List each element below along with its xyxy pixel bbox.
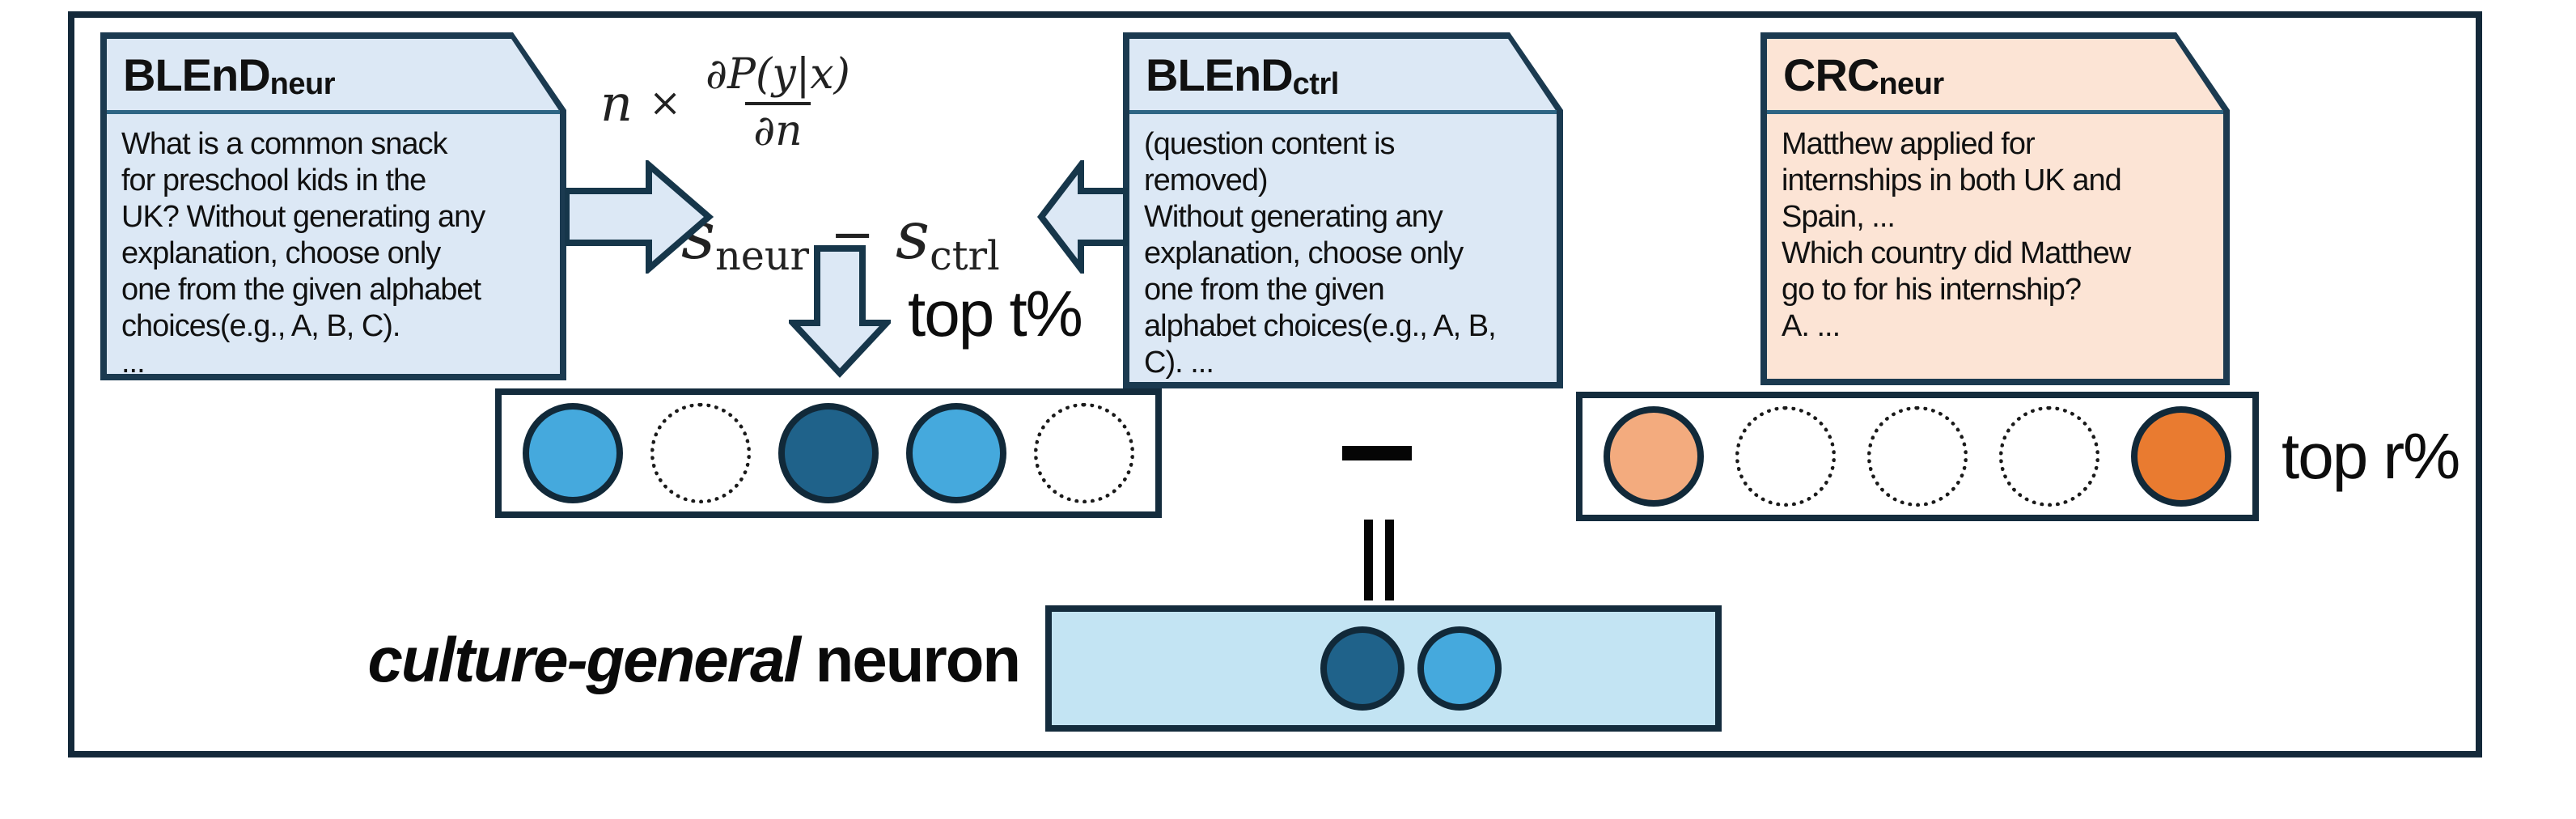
note-title: CRCneur [1783, 49, 1944, 101]
formula-denominator: ∂n [745, 102, 811, 155]
neuron-row-crc [1576, 392, 2259, 521]
neuron-circle-dotted [650, 403, 751, 503]
equals-operator-bar [1364, 520, 1373, 600]
formula-numerator: ∂P(y|x) [705, 50, 850, 99]
note-fill-shape [107, 39, 560, 374]
note-body-text: What is a common snack for preschool kid… [121, 127, 485, 380]
note-title-subscript: ctrl [1292, 67, 1340, 101]
neuron-plain-text: neuron [799, 624, 1021, 695]
neuron-circle-peach [1604, 406, 1704, 507]
note-title-text: BLEnD [123, 49, 271, 100]
note-body-text: Matthew applied for internships in both … [1782, 127, 2131, 343]
arrow-down-icon [789, 245, 891, 378]
neuron-circle-dark [778, 403, 879, 503]
note-title-subscript: neur [269, 67, 336, 101]
neuron-circle-light [906, 403, 1006, 503]
neuron-circle-orange [2131, 406, 2231, 507]
note-body-text: (question content is removed) Without ge… [1144, 127, 1497, 380]
formula-times-sign: × [648, 80, 682, 125]
neuron-circle-dotted [1999, 406, 2099, 507]
score-ctrl-subscript: ctrl [930, 231, 1000, 279]
culture-general-italic-text: culture-general [367, 624, 801, 695]
note-title-divider [1767, 110, 2223, 114]
neuron-circle-dotted [1735, 406, 1836, 507]
note-title-subscript: neur [1879, 67, 1944, 101]
note-title-divider [1129, 110, 1557, 114]
culture-general-neuron-label: culture-general neuron [235, 623, 1021, 697]
neuron-circle-light [523, 403, 623, 503]
score-ctrl-symbol: s [896, 197, 930, 274]
note-title-text: CRC [1783, 49, 1879, 100]
neuron-circle-dotted [1867, 406, 1968, 507]
neuron-row-result [1045, 605, 1722, 732]
arrow-left-icon [1037, 160, 1128, 274]
note-title: BLEnDneur [123, 49, 336, 101]
formula-coefficient: n [600, 73, 633, 133]
note-title-text: BLEnD [1146, 49, 1294, 100]
note-crc-neur: CRCneur Matthew applied for internships … [1760, 32, 2230, 385]
neuron-row-blend [495, 388, 1162, 518]
note-blend-neur: BLEnDneur What is a common snack for pre… [100, 32, 566, 380]
score-neur-subscript: neur [715, 231, 810, 279]
equals-operator-bar [1385, 520, 1394, 600]
note-fill-shape [1767, 39, 2223, 379]
note-fill-shape [1129, 39, 1557, 382]
note-title-divider [107, 110, 560, 114]
neuron-circle-dotted [1034, 403, 1134, 503]
minus-operator [1342, 446, 1412, 460]
arrow-right-icon [565, 160, 714, 274]
note-title: BLEnDctrl [1146, 49, 1339, 101]
neuron-circle-light [1417, 626, 1502, 711]
gradient-formula: n × ∂P(y|x) ∂n [600, 50, 858, 155]
neuron-circle-dark [1320, 626, 1405, 711]
formula-fraction: ∂P(y|x) ∂n [697, 50, 858, 155]
note-blend-ctrl: BLEnDctrl (question content is removed) … [1123, 32, 1563, 388]
top-r-percent-label: top r% [2282, 420, 2460, 492]
top-t-percent-label: top t% [908, 278, 1083, 350]
